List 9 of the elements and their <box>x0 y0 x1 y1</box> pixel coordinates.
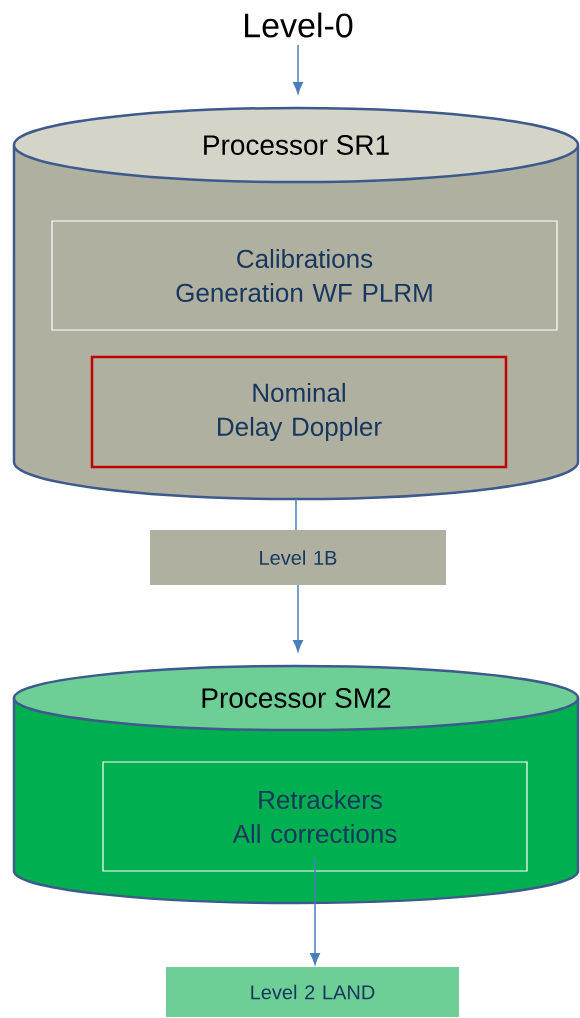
arrow <box>310 857 320 965</box>
process-box: Retrackers All corrections <box>102 761 528 872</box>
level-box: Level 1B <box>150 530 446 585</box>
process-box: Nominal Delay Doppler <box>90 355 508 469</box>
level-box: Level 2 LAND <box>166 967 459 1017</box>
process-box: Calibrations Generation WF PLRM <box>51 220 558 331</box>
level-label: Level-0 <box>245 12 353 38</box>
arrow <box>293 44 303 94</box>
arrow <box>293 584 303 652</box>
